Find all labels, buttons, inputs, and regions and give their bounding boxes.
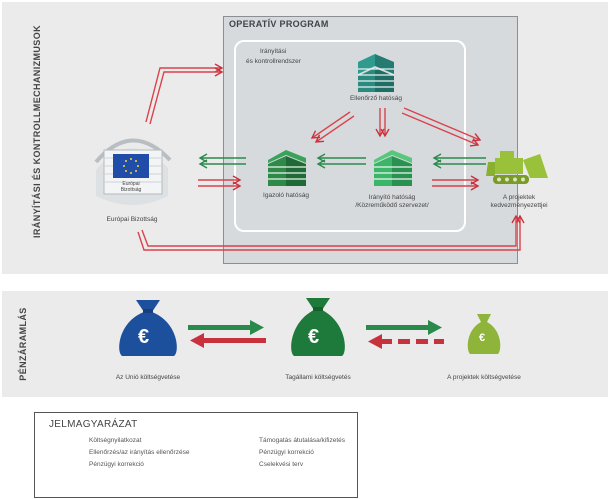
commission-label: Európai Bizottság xyxy=(106,216,158,223)
payment-arrows xyxy=(188,320,444,349)
legend-item-payment: Támogatás átutalása/kifizetés xyxy=(259,437,345,444)
operative-program-title: OPERATÍV PROGRAM xyxy=(229,19,329,29)
legend-title: JELMAGYARÁZAT xyxy=(49,419,138,430)
legend-item-cost-declaration: Költségnyilatkozat xyxy=(89,437,142,444)
eu-bag-euro-symbol: € xyxy=(138,326,150,348)
member-state-budget-label: Tagállami költségvetés xyxy=(285,374,351,381)
managing-authority-label-2: /Közreműködő szervezet/ xyxy=(355,202,429,209)
beneficiaries-label-2: kedvezményezettjei xyxy=(490,202,548,209)
eu-budget-label: Az Unió költségvetése xyxy=(115,374,181,381)
legend-item-action-plan: Cselekvési terv xyxy=(259,461,304,468)
certifying-authority-building-icon xyxy=(268,150,306,186)
legend-item-correction-right: Pénzügyi korrekció xyxy=(259,449,314,456)
bulldozer-icon xyxy=(486,151,548,184)
audit-authority-label: Ellenőrző hatóság xyxy=(349,95,403,102)
eu-budget-bag-icon xyxy=(119,300,177,356)
certifying-authority-label: Igazoló hatóság xyxy=(263,192,309,199)
project-budget-label: A projektek költségvetése xyxy=(447,374,521,381)
audit-authority-building-icon xyxy=(358,54,394,92)
member-state-budget-bag-icon xyxy=(291,298,345,356)
managing-authority-label-1: Irányító hatóság xyxy=(368,194,416,201)
project-budget-bag-icon xyxy=(467,314,501,354)
control-system-label-1: Irányítási xyxy=(260,48,287,55)
legend-item-correction-left: Pénzügyi korrekció xyxy=(89,461,144,468)
legend-item-control: Ellenőrzés/az irányítás ellenőrzése xyxy=(89,449,190,456)
control-system-label-2: és kontrollrendszer xyxy=(246,58,301,65)
beneficiaries-label-1: A projektek xyxy=(502,194,536,201)
commission-sign-line-1: Európai xyxy=(122,181,140,187)
state-bag-euro-symbol: € xyxy=(308,326,320,348)
managing-authority-building-icon xyxy=(374,150,412,186)
control-arrows xyxy=(145,63,482,191)
control-system-box xyxy=(234,40,466,232)
commission-sign-line-2: Bizottság xyxy=(120,187,142,193)
legend-box: JELMAGYARÁZAT Költségnyilatkozat Ellenőr… xyxy=(34,412,358,498)
commission-building-icon xyxy=(94,138,172,205)
project-bag-euro-symbol: € xyxy=(479,332,486,344)
declaration-arrows xyxy=(198,153,486,169)
correction-arrow xyxy=(137,214,525,251)
